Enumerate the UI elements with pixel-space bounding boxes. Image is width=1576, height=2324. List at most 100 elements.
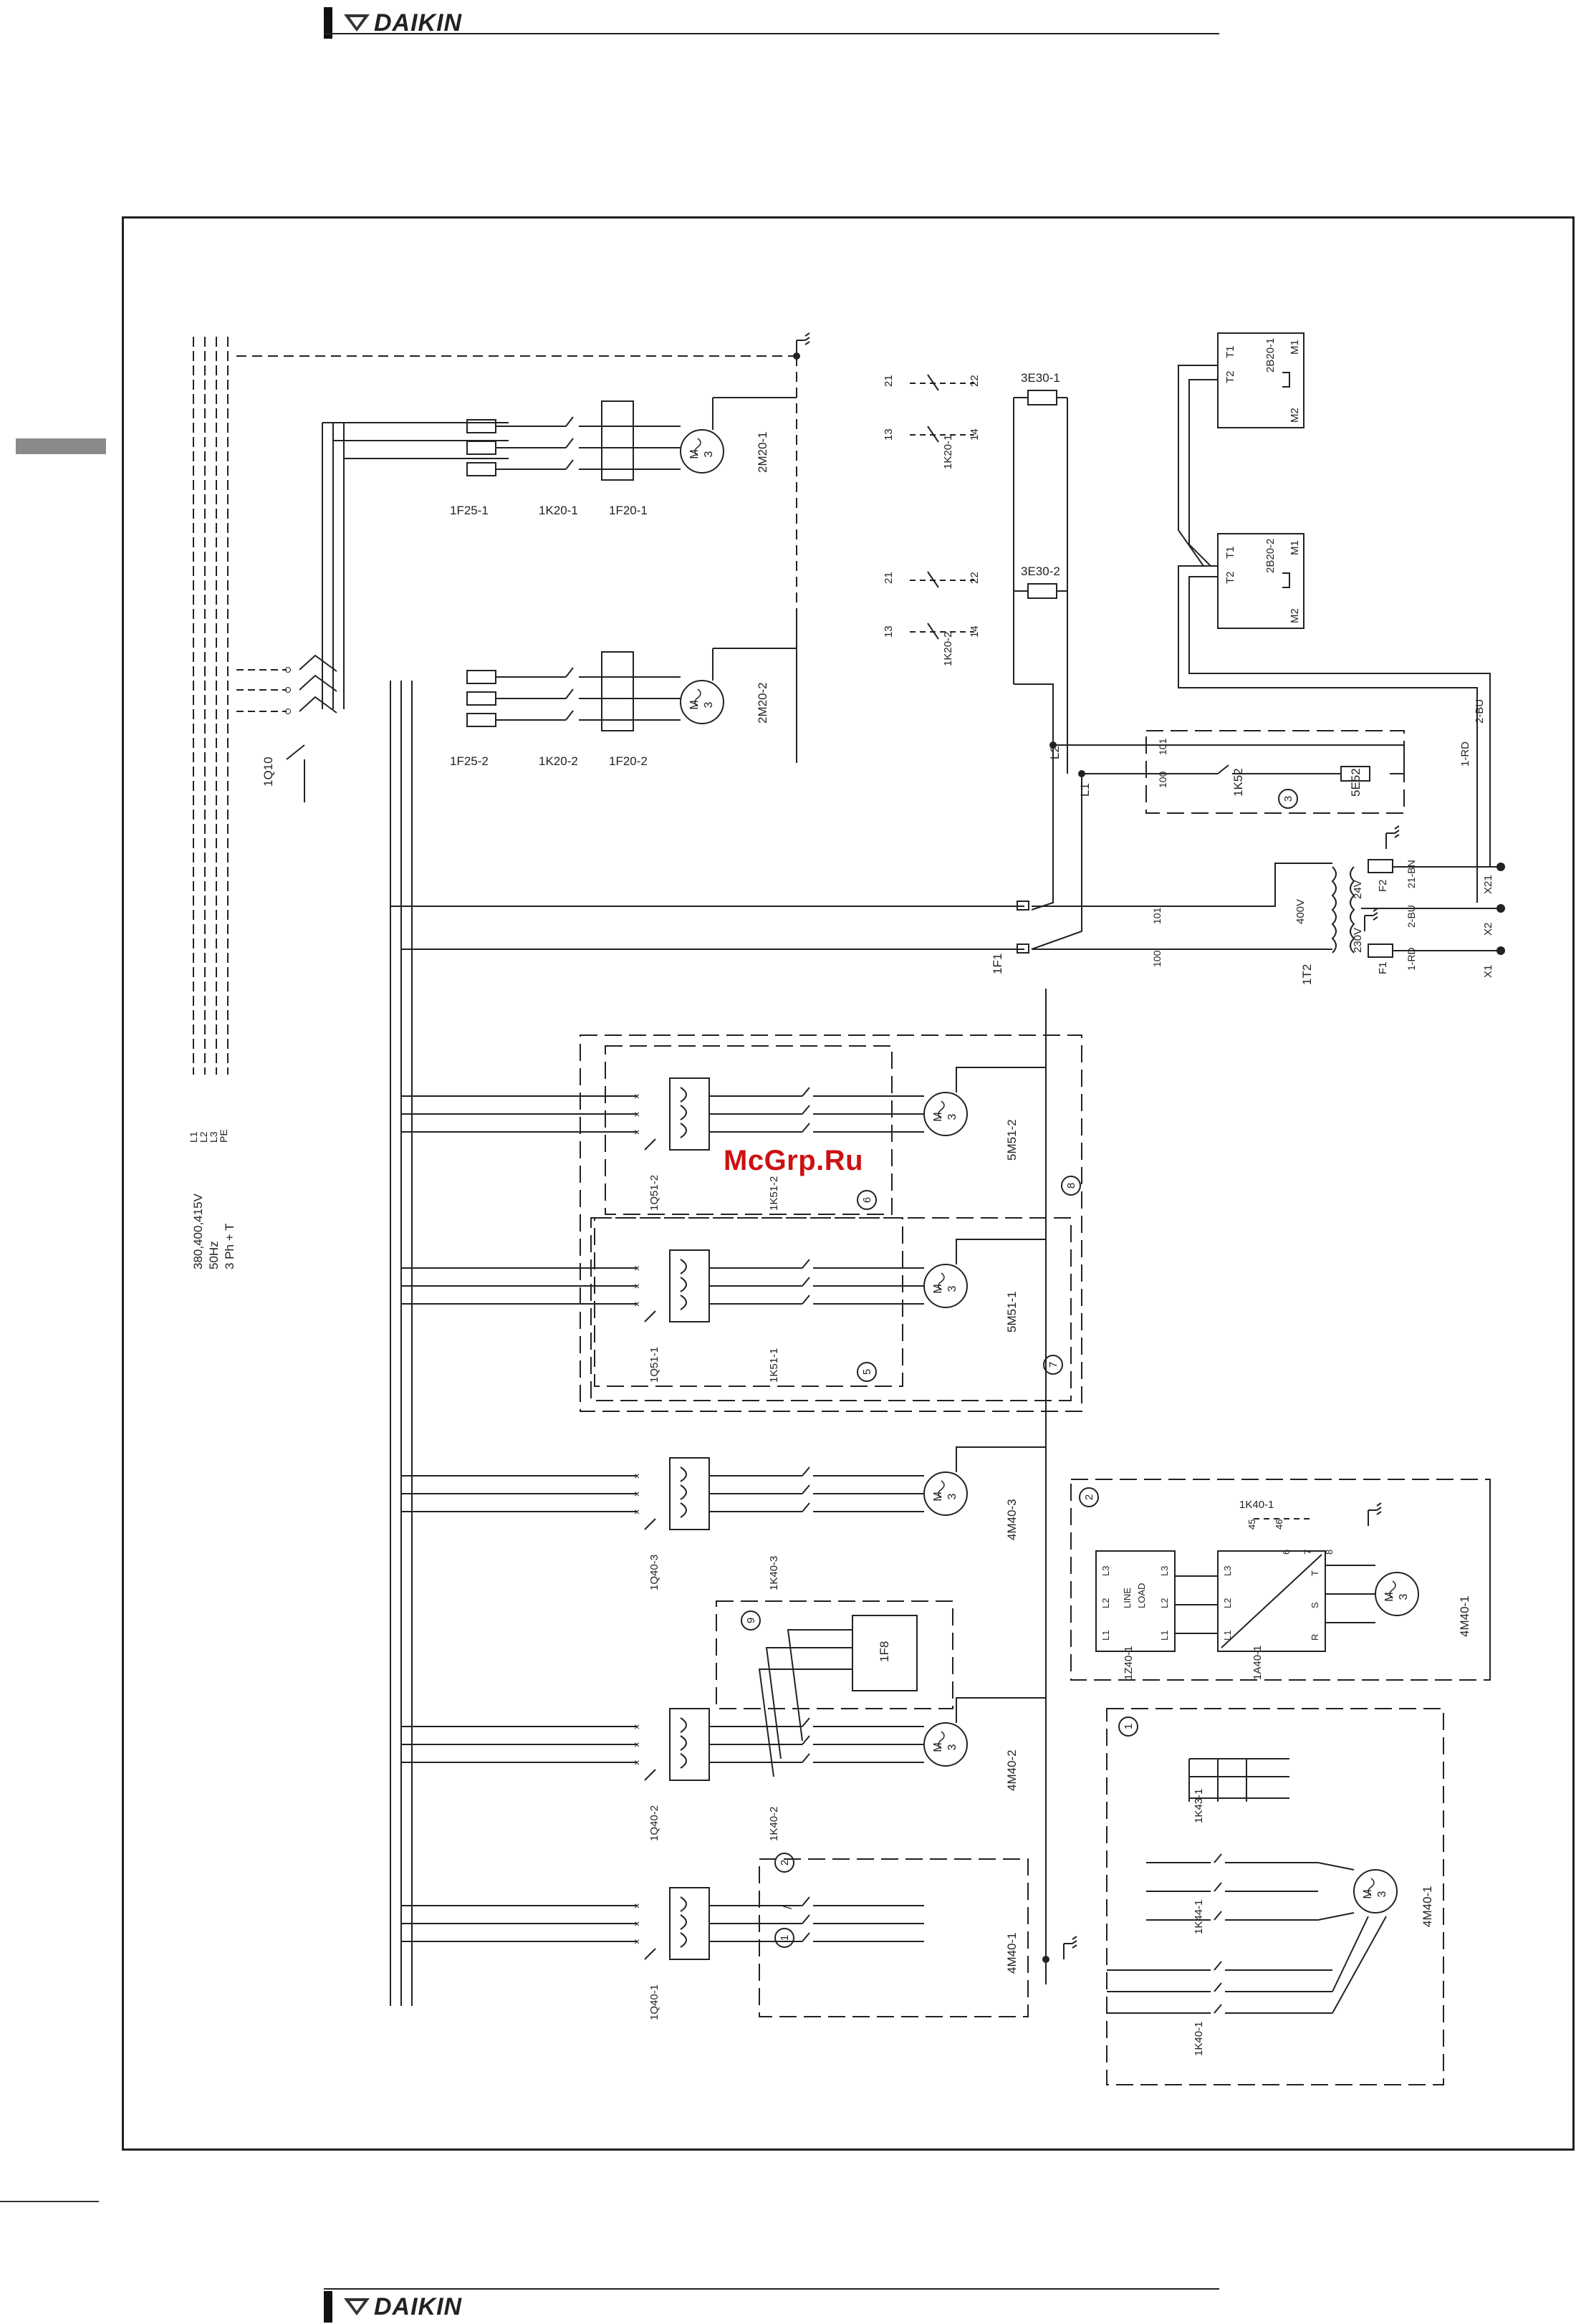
terminal-label: X2 [1482,923,1494,936]
element-5E52 [1340,766,1370,782]
motor-lead [1317,1862,1355,1871]
protector-wire [1188,576,1491,867]
overload-1F8 [852,1615,918,1691]
control-line-label: L2 [1048,746,1062,759]
compressor-1-motor-phase-digit: 3 [946,1493,958,1499]
earth-symbol-hatch [804,337,810,341]
contactor-1K43-label: 1K43-1 [1193,1789,1205,1823]
filter-load-pin: L1 [1159,1631,1170,1641]
footer-rule [324,2288,1219,2290]
compressor-3-x: × [634,1936,640,1947]
aux-1-nc-blade [927,374,939,391]
pump-1-breaker-blade [644,1138,656,1151]
pump-2-contactor-label: 1K51-1 [768,1348,780,1383]
fan-1-motor-ac-symbol [694,438,701,456]
fan-2-contact [565,688,574,699]
compressor-3-contact [802,1896,810,1906]
control-node-label: 101 [1157,738,1168,755]
filter-line-pin: L2 [1100,1598,1111,1608]
pump-2-thermal [680,1295,687,1310]
fan-2-motor-label: 2M20-2 [756,682,769,724]
relay-pin: 46 [1274,1519,1284,1530]
compressor-2-contact [802,1753,810,1763]
option-ref-item-circle [774,1853,794,1873]
wire-21bn: 21-BN [1406,860,1417,888]
overload-1F8-label: 1F8 [878,1641,891,1662]
wire-label: 2-BU [1474,699,1486,724]
fan-2-motor [680,680,724,724]
control-feed [1031,774,1082,950]
fan-2-motor-ac-symbol [694,688,701,707]
bus-label: 101 [1151,907,1163,924]
fan-2-contactor-label: 1K20-2 [539,754,578,768]
softstart-motor [1375,1572,1419,1616]
protector-2-t1: T1 [1224,546,1236,559]
bus-label: 100 [1151,950,1163,967]
compressor-3-breaker-blade [644,1948,656,1960]
section-tab [16,438,106,454]
fan-1-overload [601,400,634,481]
compressor-1-contact [802,1502,810,1512]
filter-label: 1Z40-1 [1123,1646,1135,1680]
aux-1-label: 1K20-1 [942,435,954,469]
heater-2 [1027,583,1057,599]
fan-1-motor-phase-digit: 3 [703,451,715,457]
aux-2-label: 1K20-2 [942,632,954,666]
pump-2-frame [594,1217,903,1387]
protector-1-t2: T2 [1224,370,1236,383]
filter-load-label: LOAD [1136,1583,1147,1608]
main-switch-label: 1Q10 [261,757,275,787]
protector-2-contact [1282,572,1290,588]
aux-1-t14: 14 [969,428,981,441]
compressor-1-contact [802,1484,810,1494]
header-rule [324,33,1219,34]
fan-1-fuse [466,419,496,433]
compressor-1-motor [923,1471,968,1516]
starter-out-pin: T [1310,1570,1320,1576]
daikin-triangle-icon [344,2298,370,2315]
compressor-3-contact [802,1914,810,1924]
compressor-2-x: × [634,1757,640,1768]
compressor-3-thermal [680,1932,687,1948]
compressor-3-thermal [680,1914,687,1930]
fan-1-contact [565,459,574,470]
pump-1-contactor-label: 1K51-2 [768,1176,780,1211]
control-fuse-label: 1F1 [991,954,1004,974]
logo-bar [324,2291,332,2323]
compressor-1-motor-ac-symbol [938,1480,945,1499]
pump-2-contact [802,1295,810,1305]
phase-label: L1 [188,1131,199,1143]
starter-control-pin: 8 [1324,1550,1335,1555]
pump-outer-frame-7 [590,1217,1072,1401]
aux-2-no-blade [927,623,939,640]
relay-item-circle [1278,789,1298,809]
control-fuse [1017,901,1029,911]
terminal-dot [1496,904,1505,913]
protector-1-m1: M1 [1289,340,1301,355]
compressor-2-motor-letter: M [932,1742,944,1752]
terminal-label: X21 [1482,875,1494,894]
fuse-F1 [1368,943,1393,958]
aux-2-t13: 13 [883,625,895,638]
earth-symbol-hatch [804,332,810,337]
compressor-2-motor-ac-symbol [938,1731,945,1749]
compressor-1-thermal [680,1502,687,1518]
compressor-1-motor-label: 4M40-3 [1005,1499,1019,1540]
fuse-F1-label: F1 [1377,961,1389,974]
softstart-motor-label: 4M40-1 [1458,1595,1471,1637]
option-9-item: 9 [745,1618,757,1623]
pump-2-contact [802,1259,810,1269]
compressor-2-breaker-label: 1Q40-2 [648,1805,660,1841]
motor-lead [1332,1916,1369,1992]
stardelta-motor-letter: M [1362,1889,1374,1898]
secondary-earth-hatch [1394,834,1400,838]
pump-1-motor-label: 5M51-2 [1005,1119,1019,1161]
fan-2-motor-letter: M [688,700,701,709]
transformer-winding [1350,866,1355,954]
pump-1-thermal [680,1087,687,1103]
pump-1-contact [802,1123,810,1133]
pump-1-motor [923,1092,968,1136]
protector-1-m2: M2 [1289,408,1301,423]
compressor-1-contactor-label: 1K40-3 [768,1556,780,1590]
rail-earth-hatch [1072,1936,1077,1940]
